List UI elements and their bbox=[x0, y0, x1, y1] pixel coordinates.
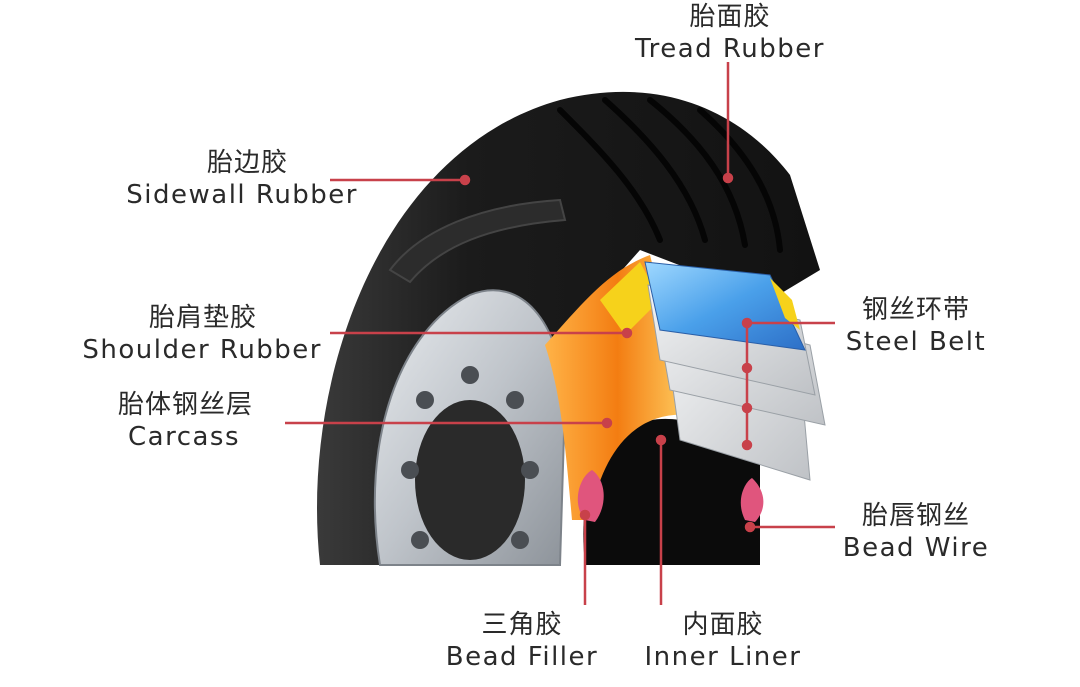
sidewall-rubber-zh: 胎边胶 bbox=[206, 148, 288, 178]
steel-belt-layer bbox=[644, 261, 806, 351]
bead-wire-en: Bead Wire bbox=[842, 533, 990, 563]
shoulder-rubber-en: Shoulder Rubber bbox=[82, 335, 322, 365]
label-bead-filler: 三角胶 Bead Filler bbox=[435, 612, 609, 670]
label-sidewall-rubber: 胎边胶 Sidewall Rubber bbox=[100, 150, 358, 208]
tread-grooves bbox=[557, 97, 783, 253]
tire-inner-cavity bbox=[583, 418, 760, 565]
carcass-zh: 胎体钢丝层 bbox=[118, 390, 254, 420]
tread-rubber-en: Tread Rubber bbox=[635, 34, 825, 64]
label-tread-rubber: 胎面胶 Tread Rubber bbox=[630, 4, 830, 62]
bead-filler-en: Bead Filler bbox=[445, 642, 599, 672]
label-inner-liner: 内面胶 Inner Liner bbox=[638, 612, 808, 670]
label-shoulder-rubber: 胎肩垫胶 Shoulder Rubber bbox=[60, 305, 322, 363]
lug-nuts bbox=[401, 366, 539, 549]
bead-filler-left bbox=[577, 470, 604, 522]
belt-yellow-edge bbox=[770, 278, 800, 330]
leader-lines bbox=[285, 62, 835, 605]
label-steel-belt: 钢丝环带 Steel Belt bbox=[836, 297, 996, 355]
wheel-hub bbox=[415, 400, 525, 560]
sidewall-lettering bbox=[388, 198, 567, 284]
tread-rubber-zh: 胎面胶 bbox=[689, 2, 771, 32]
steel-belt-zh: 钢丝环带 bbox=[861, 295, 970, 325]
label-bead-wire: 胎唇钢丝 Bead Wire bbox=[836, 503, 996, 561]
label-carcass: 胎体钢丝层 Carcass bbox=[118, 392, 318, 450]
shoulder-layer bbox=[600, 262, 660, 335]
steel-belt-en: Steel Belt bbox=[845, 327, 987, 357]
bead-wire-zh: 胎唇钢丝 bbox=[861, 501, 970, 531]
carcass-en: Carcass bbox=[128, 422, 241, 452]
inner-liner-zh: 内面胶 bbox=[682, 610, 764, 640]
inner-liner-en: Inner Liner bbox=[644, 642, 802, 672]
bead-filler-zh: 三角胶 bbox=[481, 610, 563, 640]
bead-filler-right bbox=[740, 478, 764, 522]
shoulder-rubber-zh: 胎肩垫胶 bbox=[148, 303, 257, 333]
sidewall-rubber-en: Sidewall Rubber bbox=[126, 180, 358, 210]
